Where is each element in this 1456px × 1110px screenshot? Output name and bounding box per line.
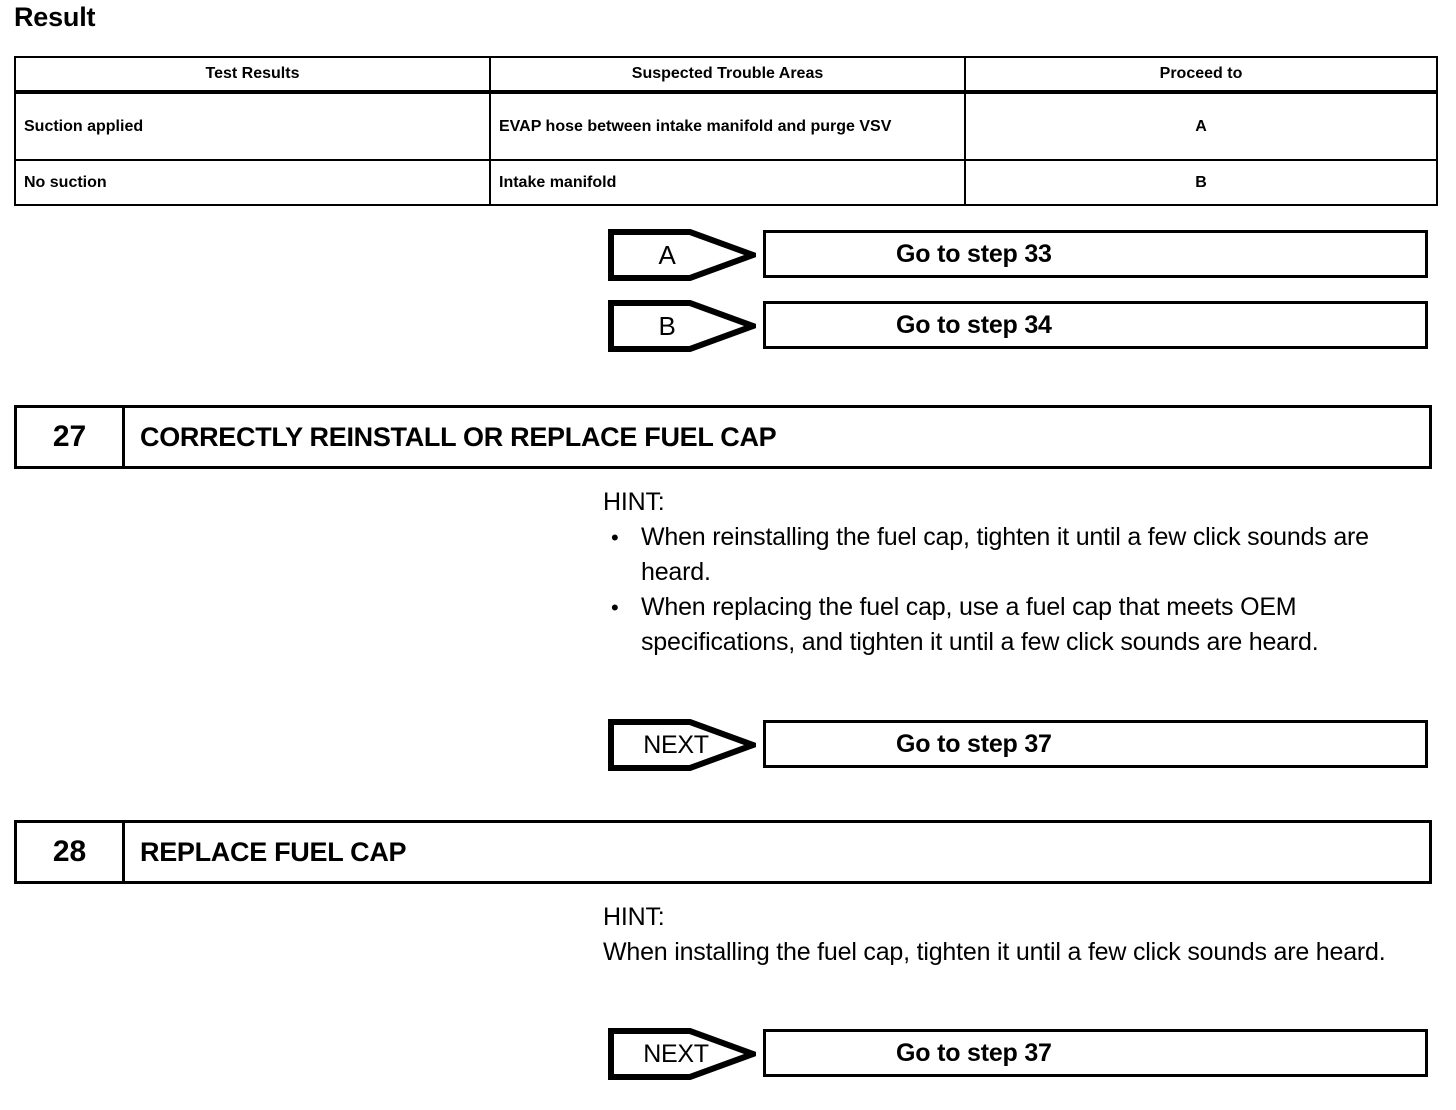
step-header-28: 28 REPLACE FUEL CAP <box>14 820 1432 884</box>
goto-box-next-27[interactable]: Go to step 37 <box>763 720 1428 768</box>
cell-test-result: Suction applied <box>14 91 491 161</box>
list-item: • When reinstalling the fuel cap, tighte… <box>603 520 1443 590</box>
step-title: CORRECTLY REINSTALL OR REPLACE FUEL CAP <box>140 421 777 452</box>
bullet-icon: • <box>611 525 619 550</box>
arrow-tag-label: A <box>658 239 676 270</box>
pentagon-arrow-icon <box>608 300 756 352</box>
goto-label: Go to step 34 <box>896 310 1052 339</box>
cell-proceed-to: A <box>964 91 1438 161</box>
result-table: Test Results Suspected Trouble Areas Pro… <box>14 56 1438 206</box>
bullet-icon: • <box>611 595 619 620</box>
hint-paragraph: When installing the fuel cap, tighten it… <box>603 938 1386 966</box>
arrow-tag-b: B <box>608 300 756 352</box>
step-number: 27 <box>17 408 125 466</box>
cell-trouble-area: EVAP hose between intake manifold and pu… <box>489 91 966 161</box>
table-header-row: Test Results Suspected Trouble Areas Pro… <box>14 56 1438 94</box>
column-header-suspected-trouble-areas: Suspected Trouble Areas <box>489 56 966 94</box>
arrow-tag-label: NEXT <box>643 1039 709 1068</box>
goto-box-next-28[interactable]: Go to step 37 <box>763 1029 1428 1077</box>
step-number: 28 <box>17 823 125 881</box>
list-item-text: When reinstalling the fuel cap, tighten … <box>641 523 1369 586</box>
pentagon-arrow-icon <box>608 1028 756 1080</box>
arrow-tag-next: NEXT <box>608 1028 756 1080</box>
pentagon-arrow-icon <box>608 229 756 281</box>
goto-label: Go to step 37 <box>896 729 1052 758</box>
page-title: Result <box>14 2 96 32</box>
list-item-text: When replacing the fuel cap, use a fuel … <box>641 593 1319 656</box>
goto-label: Go to step 37 <box>896 1038 1052 1067</box>
cell-test-result: No suction <box>14 159 491 206</box>
hint-list: • When reinstalling the fuel cap, tighte… <box>603 520 1443 660</box>
column-header-proceed-to: Proceed to <box>964 56 1438 94</box>
hint-label: HINT: <box>603 903 665 931</box>
arrow-tag-next: NEXT <box>608 719 756 771</box>
step-title: REPLACE FUEL CAP <box>140 836 407 867</box>
pentagon-arrow-icon <box>608 719 756 771</box>
step-header-27: 27 CORRECTLY REINSTALL OR REPLACE FUEL C… <box>14 405 1432 469</box>
hint-block-27: HINT: • When reinstalling the fuel cap, … <box>603 485 1443 660</box>
cell-proceed-to: B <box>964 159 1438 206</box>
arrow-tag-a: A <box>608 229 756 281</box>
table-row: Suction applied EVAP hose between intake… <box>14 91 1438 161</box>
goto-box-a[interactable]: Go to step 33 <box>763 230 1428 278</box>
goto-box-b[interactable]: Go to step 34 <box>763 301 1428 349</box>
cell-trouble-area: Intake manifold <box>489 159 966 206</box>
table-row: No suction Intake manifold B <box>14 159 1438 206</box>
list-item: • When replacing the fuel cap, use a fue… <box>603 590 1443 660</box>
column-header-test-results: Test Results <box>14 56 491 94</box>
goto-label: Go to step 33 <box>896 239 1052 268</box>
arrow-tag-label: B <box>658 310 676 341</box>
arrow-tag-label: NEXT <box>643 730 709 759</box>
hint-label: HINT: <box>603 488 665 516</box>
hint-block-28: HINT: When installing the fuel cap, tigh… <box>603 900 1443 970</box>
